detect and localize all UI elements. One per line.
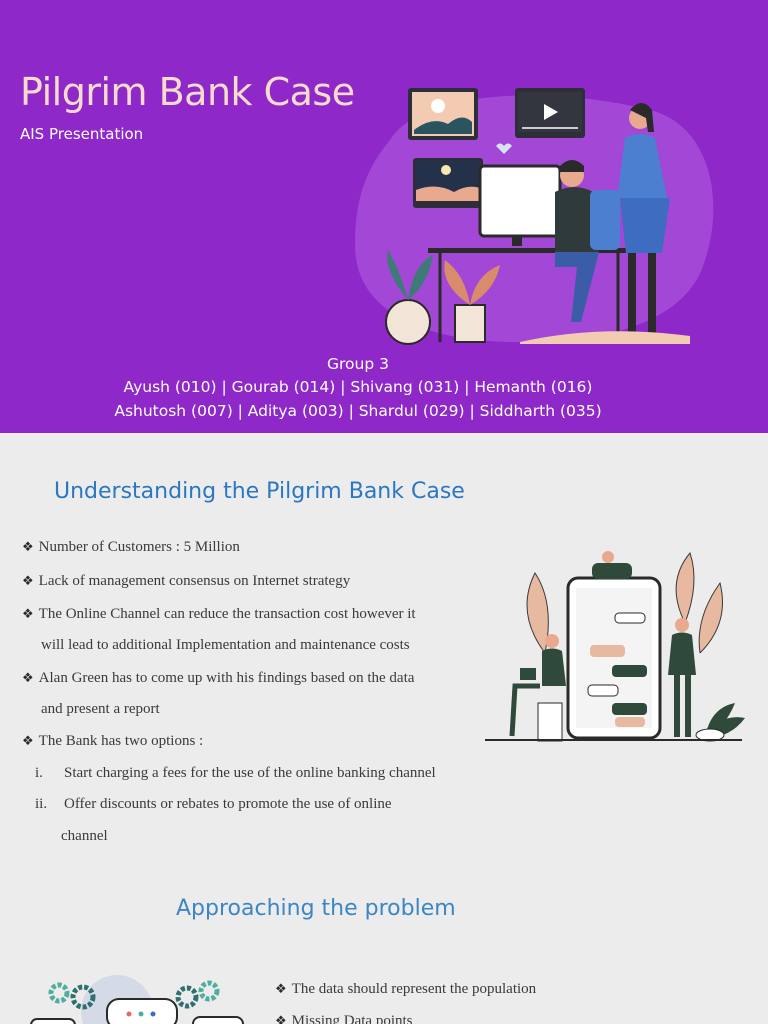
group-heading: Group 3 (327, 355, 389, 373)
bullet-diamond-icon: ❖ (22, 733, 34, 748)
presentation-title: Pilgrim Bank Case (20, 70, 355, 114)
bullet-continuation: and present a report (41, 701, 160, 717)
bullet-diamond-icon: ❖ (275, 981, 287, 996)
group-members-line-2: Ashutosh (007) | Aditya (003) | Shardul … (114, 402, 602, 420)
bullet-diamond-icon: ❖ (22, 573, 34, 588)
approach-slide: Approaching the problem ❖The data should… (0, 863, 768, 1024)
slide-title: Understanding the Pilgrim Bank Case (54, 479, 465, 504)
bullet-diamond-icon: ❖ (22, 670, 34, 685)
people-at-computer-illustration (355, 88, 714, 345)
option-continuation: channel (61, 828, 108, 844)
presentation-subtitle: AIS Presentation (20, 125, 144, 143)
title-slide: Pilgrim Bank Case AIS Presentation (0, 0, 768, 433)
bullet-item: ❖Alan Green has to come up with his find… (22, 670, 415, 686)
bullet-item: ❖Lack of management consensus on Interne… (22, 573, 351, 589)
bullet-item: ❖The Bank has two options : (22, 733, 204, 749)
slide-title: Approaching the problem (176, 896, 456, 921)
option-item: ii.Offer discounts or rebates to promote… (35, 796, 392, 812)
gears-chat-illustration (30, 975, 244, 1024)
option-item: i.Start charging a fees for the use of t… (35, 765, 436, 781)
bullet-diamond-icon: ❖ (22, 606, 34, 621)
understanding-slide: Understanding the Pilgrim Bank Case ❖Num… (0, 433, 768, 863)
bullet-diamond-icon: ❖ (22, 539, 34, 554)
bullet-item: ❖The data should represent the populatio… (275, 981, 537, 997)
bullet-item: ❖Number of Customers : 5 Million (22, 539, 240, 555)
mobile-chat-illustration (485, 551, 745, 742)
bullet-item: ❖The Online Channel can reduce the trans… (22, 606, 416, 622)
bullet-item: ❖Missing Data points (275, 1013, 413, 1024)
bullet-continuation: will lead to additional Implementation a… (41, 637, 410, 653)
bullet-diamond-icon: ❖ (275, 1013, 287, 1024)
group-members-line-1: Ayush (010) | Gourab (014) | Shivang (03… (123, 378, 593, 396)
